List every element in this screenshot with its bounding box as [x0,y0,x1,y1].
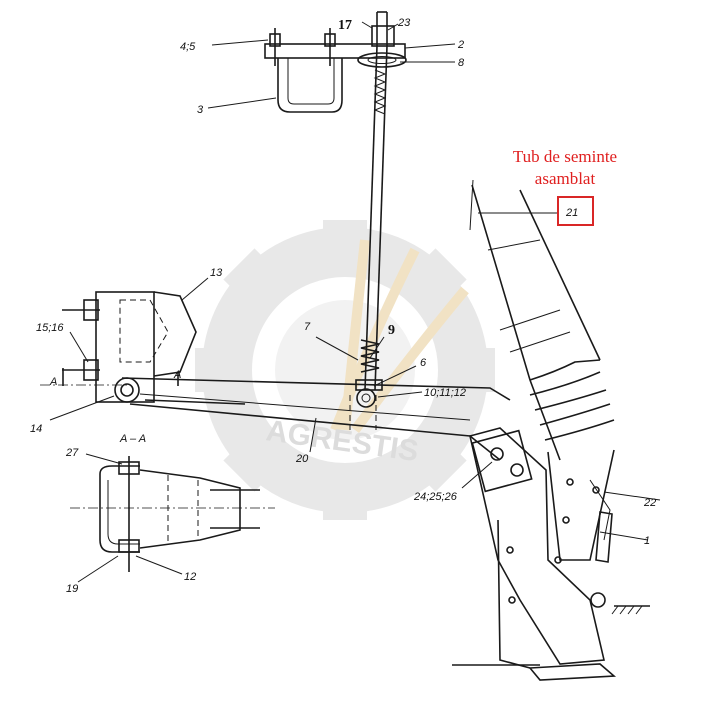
label-27: 27 [65,447,79,459]
label-2: 2 [457,39,464,51]
top-bracket [264,11,407,113]
label-10-11-12: 10;11;12 [424,387,466,399]
caption-line-1: Tub de seminte [512,147,618,166]
label-19: 19 [66,583,78,595]
label-section-a-right: A [173,369,181,381]
label-9: 9 [388,323,395,338]
watermark-logo: AGRESTIS [195,220,495,520]
label-section-aa: A – A [119,433,146,445]
highlight-box-21 [557,196,594,226]
label-23: 23 [397,17,411,29]
left-clamp [40,291,197,403]
label-section-a-left: A [49,376,57,388]
label-22: 22 [643,497,656,509]
label-20: 20 [295,453,309,465]
label-3: 3 [197,104,204,116]
leader-lines [49,21,661,583]
label-15-16: 15;16 [36,322,64,334]
label-14: 14 [30,423,42,435]
label-24-25-26: 24;25;26 [413,491,458,503]
label-12: 12 [184,571,196,583]
label-21: 21 [565,207,578,219]
label-8: 8 [458,57,465,69]
label-13: 13 [210,267,223,279]
section-a-a [70,456,275,572]
seed-tube-assembly [469,179,615,564]
label-4-5: 4;5 [180,41,196,53]
label-7: 7 [304,321,311,333]
part-labels: 4;5 3 17 23 2 8 13 15;16 A A 14 7 9 6 10… [30,17,656,595]
label-17: 17 [338,18,352,33]
coulter-body [452,427,650,681]
seed-tube-caption: Tub de seminte asamblat [490,146,640,190]
label-1: 1 [644,535,650,547]
label-6: 6 [420,357,427,369]
caption-line-2: asamblat [534,169,596,188]
